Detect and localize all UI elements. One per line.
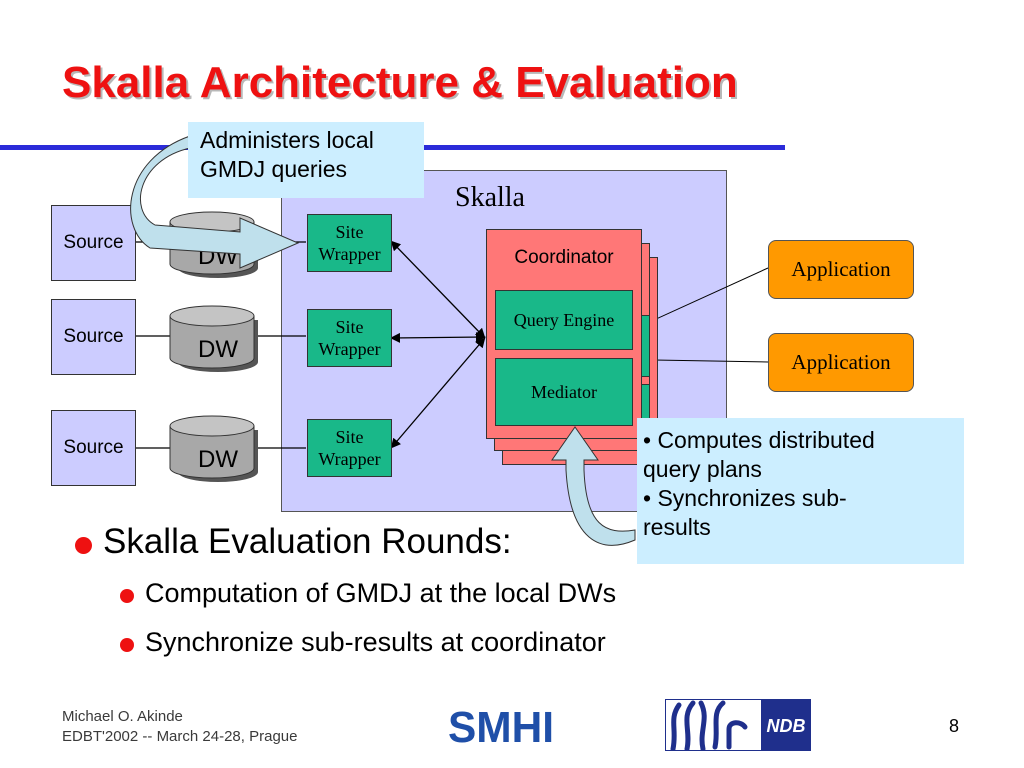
bullet-icon: [75, 537, 92, 554]
source-box: Source: [51, 205, 136, 281]
query-engine-box: Query Engine: [495, 290, 633, 350]
smhi-logo: SMHI: [448, 703, 554, 748]
slide-title: Skalla Architecture & Evaluation: [62, 58, 738, 107]
coordinator-label: Coordinator: [514, 247, 614, 268]
smhi-logo-text: SMHI: [448, 703, 554, 748]
callout-line: Administers local: [200, 127, 374, 153]
skalla-label: Skalla: [455, 182, 525, 213]
source-box: Source: [51, 410, 136, 486]
callout-line: • Computes distributed: [643, 427, 875, 453]
ndb-logo: NDB: [665, 699, 811, 751]
dw-label: DW: [198, 446, 238, 473]
callout-line: GMDJ queries: [200, 156, 347, 182]
curved-arrow-icon: [130, 135, 300, 269]
bullet-main: Skalla Evaluation Rounds:: [103, 522, 512, 561]
mediator-box: Mediator: [495, 358, 633, 426]
bullet-sub: Synchronize sub-results at coordinator: [145, 627, 606, 657]
wrapper-coordinator-arrow: [390, 337, 486, 449]
bullet-icon: [120, 589, 134, 603]
footer-event: EDBT'2002 -- March 24-28, Prague: [62, 728, 298, 745]
callout-coordinator: • Computes distributed query plans • Syn…: [637, 418, 964, 564]
page-number: 8: [949, 716, 960, 736]
wrapper-coordinator-arrow: [390, 240, 486, 339]
dw-label: DW: [198, 336, 238, 363]
dw-cylinder: [169, 415, 258, 482]
application-box: Application: [768, 240, 914, 299]
footer-text: Michael O. Akinde EDBT'2002 -- March 24-…: [62, 707, 297, 747]
curved-arrow-icon: [551, 426, 636, 546]
dw-cylinder: [169, 305, 258, 372]
ndb-logo-text: NDB: [767, 716, 806, 736]
site-wrapper-box: Site Wrapper: [307, 214, 392, 272]
site-wrapper-box: Site Wrapper: [307, 419, 392, 477]
site-wrapper-box: Site Wrapper: [307, 309, 392, 367]
footer-author: Michael O. Akinde: [62, 708, 183, 725]
callout-line: • Synchronizes sub-: [643, 485, 847, 511]
callout-administers: Administers local GMDJ queries: [188, 122, 424, 198]
coordinator-application-line: [653, 359, 769, 363]
bullet-icon: [120, 638, 134, 652]
callout-line: query plans: [643, 456, 762, 482]
application-box: Application: [768, 333, 914, 392]
callout-line: results: [643, 514, 711, 540]
source-box: Source: [51, 299, 136, 375]
bullet-sub: Computation of GMDJ at the local DWs: [145, 578, 617, 608]
